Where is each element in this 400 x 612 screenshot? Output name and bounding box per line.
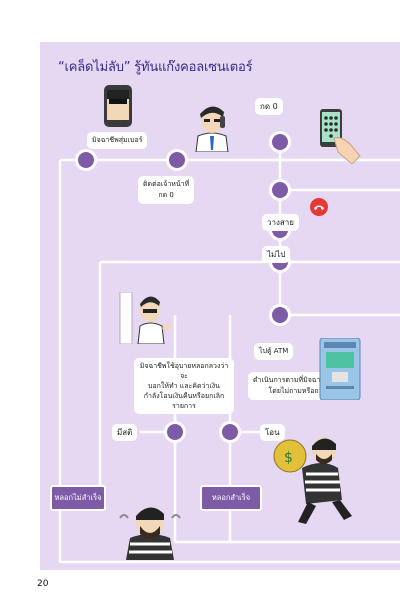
- svg-text:$: $: [284, 450, 293, 466]
- node-contact: [169, 152, 185, 168]
- atm-machine-icon: [319, 338, 361, 400]
- label-contact-officer: ติดต่อเจ้าหน้าที่ กด 0: [138, 176, 195, 204]
- line-start-left: [58, 160, 400, 564]
- node-atm: [272, 307, 288, 323]
- officer-on-phone-icon: [195, 106, 229, 152]
- person-at-atm-icon: [119, 292, 172, 344]
- page-number: 20: [37, 579, 49, 589]
- red-hangup-icon: [310, 198, 328, 216]
- angry-thief-icon: [119, 507, 181, 560]
- label-press-0: กด 0: [255, 98, 283, 115]
- label-go-atm: ไปตู้ ATM: [254, 343, 294, 360]
- phone-keypad-hand-icon: [320, 109, 361, 164]
- node-sense: [167, 424, 183, 440]
- smartphone-masked-face-icon: [104, 85, 132, 127]
- label-hang-up: วางสาย: [262, 214, 299, 231]
- page-title: “เคล็ดไม่ลับ” รู้ทันแก๊งคอลเซนเตอร์: [58, 60, 253, 75]
- node-start: [78, 152, 94, 168]
- thief-money-bag-icon: $: [273, 437, 352, 524]
- box-scam-success: หลอกสำเร็จ: [200, 485, 262, 511]
- node-transfer: [222, 424, 238, 440]
- label-transfer: โอน: [260, 424, 285, 441]
- box-scam-failed: หลอกไม่สำเร็จ: [50, 485, 106, 511]
- line-atm: [278, 262, 400, 317]
- label-warning: มิจฉาชีพใช้อุบายหลอกลวงว่าจะ บอกให้ทำ แล…: [134, 358, 234, 414]
- node-press0: [272, 134, 288, 150]
- label-has-sense: มีสติ: [112, 424, 138, 441]
- label-random-number: มิจฉาชีพสุ่มเบอร์: [87, 132, 148, 149]
- label-dont: ไม่ไป: [262, 246, 291, 263]
- node-call: [272, 182, 288, 198]
